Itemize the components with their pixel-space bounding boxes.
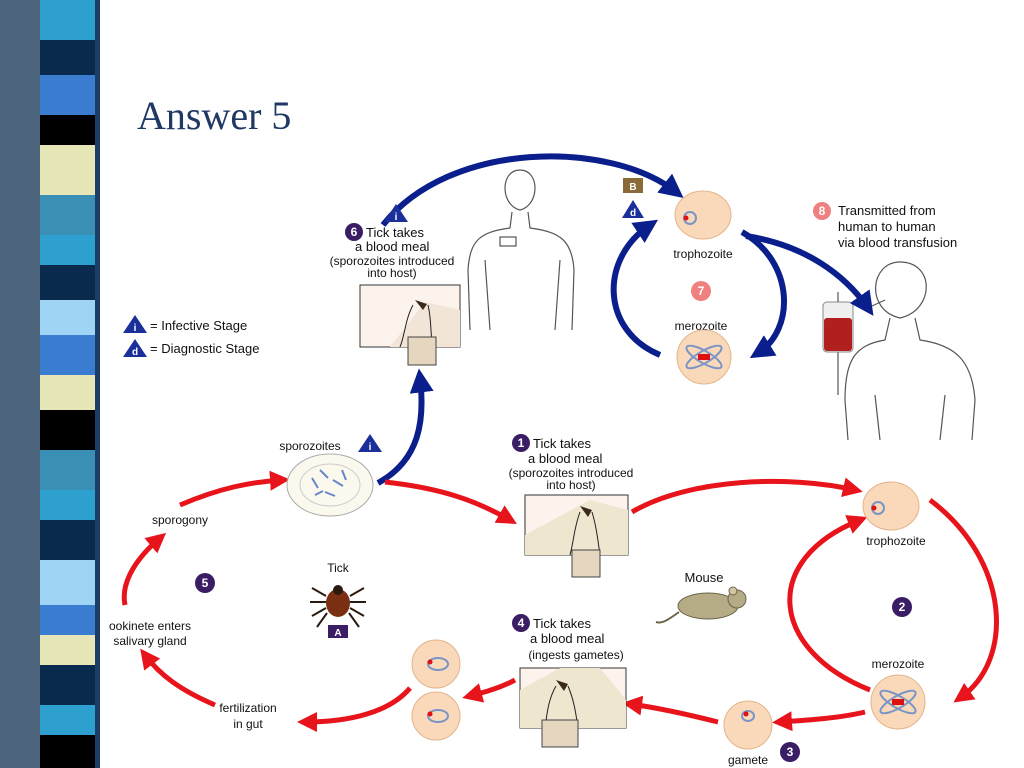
- arrow-trophozoite-to-merozoite: [740, 229, 787, 359]
- arrow-gametes-to-fertilization: [297, 686, 412, 732]
- svg-text:i: i: [395, 212, 398, 223]
- svg-text:7: 7: [698, 284, 705, 298]
- step3-badge: 3: [780, 742, 800, 762]
- arrow-step4-to-gametes: [462, 677, 517, 703]
- tick-vector: Tick A: [310, 561, 366, 639]
- decorative-stripe-bar: [0, 0, 100, 768]
- sporozoites-stage: sporozoites i: [279, 434, 382, 517]
- svg-text:8: 8: [819, 204, 826, 218]
- svg-text:B: B: [629, 182, 636, 193]
- svg-text:a blood meal: a blood meal: [530, 631, 605, 646]
- human-merozoite-cell: merozoite: [675, 319, 732, 385]
- arrow-tick-to-trophozoite: [380, 153, 684, 227]
- svg-text:trophozoite: trophozoite: [866, 534, 926, 548]
- step6-label: i 6 Tick takes a blood meal (sporozoites…: [330, 204, 455, 280]
- arrow-fertilization-to-ookinete: [140, 648, 216, 708]
- svg-text:a blood meal: a blood meal: [355, 239, 430, 254]
- svg-text:sporozoites: sporozoites: [279, 439, 340, 453]
- svg-text:= Diagnostic Stage: = Diagnostic Stage: [150, 341, 259, 356]
- svg-text:Tick takes: Tick takes: [533, 616, 592, 631]
- svg-text:i: i: [369, 442, 372, 453]
- svg-text:d: d: [630, 208, 636, 219]
- svg-text:(ingests gametes): (ingests gametes): [528, 648, 623, 662]
- arrow-merozoite-to-trophozoite: [610, 219, 662, 358]
- mouse-merozoite-cell: merozoite: [870, 657, 926, 730]
- sporogony-label: sporogony: [152, 513, 208, 527]
- svg-text:3: 3: [787, 745, 794, 759]
- legend-diagnostic: d = Diagnostic Stage: [123, 339, 259, 358]
- legend-infective: i = Infective Stage: [123, 315, 247, 334]
- fertilization-label-line1: fertilization: [219, 701, 276, 715]
- svg-text:Transmitted from: Transmitted from: [838, 203, 936, 218]
- svg-text:= Infective Stage: = Infective Stage: [150, 318, 247, 333]
- human-host-outline: [467, 169, 575, 331]
- arrow-merozoite-to-gamete: [772, 709, 866, 732]
- gut-gamete-cells: [411, 639, 461, 741]
- svg-text:A: A: [334, 628, 341, 639]
- svg-text:Tick takes: Tick takes: [533, 436, 592, 451]
- arrow-trophozoite-to-merozoite-mouse: [928, 498, 999, 703]
- svg-text:5: 5: [202, 576, 209, 590]
- svg-text:Tick takes: Tick takes: [366, 225, 425, 240]
- svg-text:a blood meal: a blood meal: [528, 451, 603, 466]
- svg-text:into host): into host): [546, 478, 595, 492]
- svg-text:(sporozoites introduced: (sporozoites introduced: [509, 466, 634, 480]
- svg-text:d: d: [132, 347, 138, 358]
- svg-text:i: i: [134, 323, 137, 334]
- arrow-sporogony-to-sporozoites: [179, 470, 290, 508]
- step1-tick-bite-illustration: [524, 494, 629, 578]
- gamete-cell: gamete: [723, 700, 773, 767]
- fertilization-label-line2: in gut: [233, 717, 263, 731]
- recipient-human-outline: [844, 261, 976, 441]
- svg-text:merozoite: merozoite: [675, 319, 728, 333]
- step6-tick-bite-illustration: [359, 284, 461, 366]
- svg-text:via blood transfusion: via blood transfusion: [838, 235, 957, 250]
- svg-text:merozoite: merozoite: [872, 657, 925, 671]
- step4-label: 4 Tick takes a blood meal (ingests gamet…: [512, 614, 624, 662]
- arrow-to-transfusion-recipient: [745, 233, 874, 316]
- step8-label: 8 Transmitted from human to human via bl…: [813, 202, 957, 250]
- svg-text:(sporozoites introduced: (sporozoites introduced: [330, 254, 455, 268]
- svg-text:2: 2: [899, 600, 906, 614]
- step4-tick-bite-illustration: [519, 667, 627, 748]
- step1-label: 1 Tick takes a blood meal (sporozoites i…: [509, 434, 634, 492]
- svg-text:1: 1: [518, 436, 525, 450]
- step7-badge: 7: [691, 281, 711, 301]
- svg-text:6: 6: [351, 225, 358, 239]
- slide-title: Answer 5: [137, 93, 292, 138]
- mouse-host: Mouse: [655, 570, 747, 624]
- mouse-trophozoite-cell: trophozoite: [862, 481, 926, 548]
- svg-text:human to human: human to human: [838, 219, 936, 234]
- arrow-ookinete-to-sporogony: [121, 532, 167, 606]
- svg-text:Mouse: Mouse: [684, 570, 723, 585]
- svg-text:trophozoite: trophozoite: [673, 247, 733, 261]
- step5-badge: 5: [195, 573, 215, 593]
- svg-text:into host): into host): [367, 266, 416, 280]
- arrow-gamete-to-step4: [622, 695, 719, 725]
- human-trophozoite-cell: trophozoite: [673, 190, 733, 261]
- arrow-sporozoites-to-tick-meal: [376, 368, 434, 486]
- ookinete-label-line2: salivary gland: [113, 634, 186, 648]
- svg-text:gamete: gamete: [728, 753, 768, 767]
- svg-text:4: 4: [518, 616, 525, 630]
- ookinete-label-line1: ookinete enters: [109, 619, 191, 633]
- step2-badge: 2: [892, 597, 912, 617]
- arrow-sporozoites-to-step1: [384, 479, 517, 524]
- diagnostic-marker-b: B d: [622, 178, 644, 219]
- arrow-step1-to-trophozoite: [630, 477, 863, 515]
- blood-bag-icon: [822, 292, 854, 395]
- svg-text:Tick: Tick: [327, 561, 350, 575]
- arrow-merozoite-to-trophozoite-mouse: [787, 515, 871, 693]
